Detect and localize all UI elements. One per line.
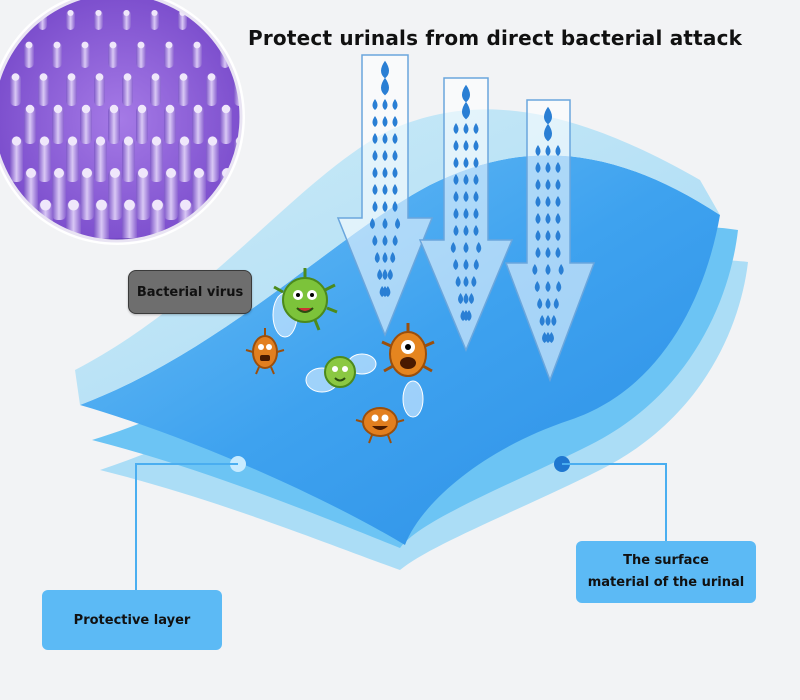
bristle-tip bbox=[68, 10, 74, 16]
bristle-tip bbox=[152, 200, 163, 211]
bristle bbox=[10, 10, 19, 30]
bristle-tip bbox=[194, 42, 201, 49]
bristle-tip bbox=[96, 136, 105, 145]
bristle-tip bbox=[166, 168, 176, 178]
bristle-tip bbox=[138, 105, 146, 113]
bristle-tip bbox=[40, 73, 48, 81]
bristle bbox=[248, 106, 260, 144]
bristle-tip bbox=[68, 136, 77, 145]
bristle-tip bbox=[68, 200, 79, 211]
bristle-tip bbox=[152, 73, 160, 81]
bristle-tip bbox=[110, 105, 118, 113]
bristle-tip bbox=[54, 105, 62, 113]
bristle-tip bbox=[250, 105, 258, 113]
bristle bbox=[234, 10, 243, 30]
bristle-tip bbox=[68, 73, 76, 81]
bristle-tip bbox=[82, 42, 89, 49]
bacterial-virus-label: Bacterial virus bbox=[128, 270, 252, 314]
bristle-tip bbox=[138, 168, 148, 178]
bristle-tip bbox=[180, 200, 191, 211]
bristle-tip bbox=[124, 10, 130, 16]
bristle-tip bbox=[26, 168, 36, 178]
bristle-tip bbox=[166, 105, 174, 113]
bristle-tip bbox=[152, 136, 161, 145]
bristle-tip bbox=[110, 168, 120, 178]
bristle-tip bbox=[152, 10, 158, 16]
bristle-tip bbox=[82, 105, 90, 113]
bristle-tip bbox=[194, 168, 204, 178]
bristle-tip bbox=[110, 42, 117, 49]
bristle-tip bbox=[208, 136, 217, 145]
bristle bbox=[10, 202, 25, 258]
bristle-tip bbox=[124, 73, 132, 81]
bristle-tip bbox=[166, 42, 173, 49]
bristle-tip bbox=[12, 73, 20, 81]
bristle-tip bbox=[96, 10, 102, 16]
bristle-tip bbox=[54, 42, 61, 49]
bristle-tip bbox=[236, 200, 247, 211]
bristle-tip bbox=[40, 136, 49, 145]
bristle-tip bbox=[180, 73, 188, 81]
bristle-tip bbox=[26, 42, 33, 49]
bristle-tip bbox=[26, 105, 34, 113]
surface-material-line1: The surface bbox=[623, 550, 709, 572]
bristle-tip bbox=[40, 200, 51, 211]
page-title: Protect urinals from direct bacterial at… bbox=[248, 26, 742, 50]
protective-layer-text: Protective layer bbox=[74, 613, 191, 628]
bristle-mat-photo bbox=[0, 0, 262, 260]
bristle-tip bbox=[124, 136, 133, 145]
bristle-tip bbox=[96, 200, 107, 211]
bristle-tip bbox=[236, 10, 242, 16]
bristle-tip bbox=[124, 200, 135, 211]
bristle-tip bbox=[54, 168, 64, 178]
bristle-tip bbox=[82, 168, 92, 178]
surface-material-label: The surface material of the urinal bbox=[576, 541, 756, 603]
bristle-tip bbox=[250, 168, 260, 178]
bristle-tip bbox=[222, 105, 230, 113]
bristle-tip bbox=[12, 10, 18, 16]
bristle bbox=[248, 170, 262, 220]
bristle-tip bbox=[208, 73, 216, 81]
bristle-tip bbox=[96, 73, 104, 81]
bristle bbox=[206, 202, 221, 258]
surface-material-line2: material of the urinal bbox=[588, 572, 745, 594]
bristle-tip bbox=[194, 105, 202, 113]
bristle-tip bbox=[208, 10, 214, 16]
bacterial-virus-text: Bacterial virus bbox=[137, 285, 243, 300]
bristle-tip bbox=[180, 136, 189, 145]
bristle-tip bbox=[12, 136, 21, 145]
protective-layer-label: Protective layer bbox=[42, 590, 222, 650]
bristle-tip bbox=[138, 42, 145, 49]
